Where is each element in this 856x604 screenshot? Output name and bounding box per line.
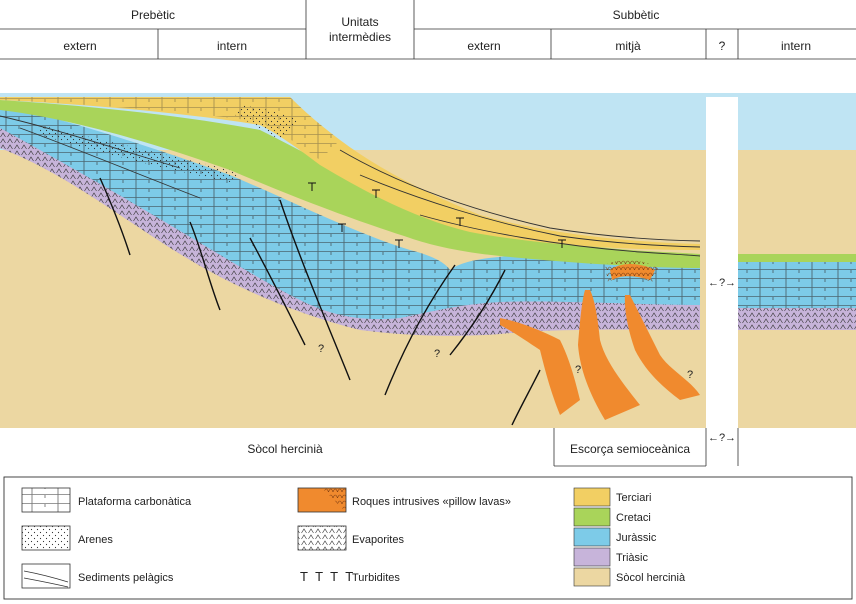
question-mark-4: ? (687, 369, 693, 381)
legend-evaporites: Evaporites (297, 525, 404, 551)
section: ? ? ? ? ←?→ Sòcol hercinià Escorça semio… (0, 93, 856, 468)
legend-turbidites: T T T T Turbidites (300, 569, 400, 584)
svg-text:Turbidites: Turbidites (352, 572, 400, 584)
header: Prebètic extern intern Unitats intermèdi… (0, 0, 856, 60)
legend: Plataforma carbonàtica Arenes Sediments … (3, 476, 853, 600)
legend-arenes: Arenes (21, 525, 113, 551)
base-escorca: Escorça semioceànica (570, 442, 690, 456)
header-unitats-line1: Unitats (341, 15, 378, 29)
header-subbetic-extern: extern (467, 39, 500, 53)
question-mark-1: ? (318, 343, 324, 355)
question-mark-2: ? (434, 348, 440, 360)
legend-sediments: Sediments pelàgics (21, 563, 174, 589)
legend-cretaci: Cretaci (573, 507, 651, 527)
pelagic-lines (0, 115, 701, 257)
header-subbetic-mitja: mitjà (615, 39, 641, 53)
unknown-gap (706, 93, 738, 428)
svg-text:Arenes: Arenes (78, 534, 113, 546)
tertiary-layer (0, 97, 700, 250)
intrusive-rocks (500, 264, 700, 420)
svg-text:Sediments pelàgics: Sediments pelàgics (78, 572, 174, 584)
svg-text:Juràssic: Juràssic (616, 532, 657, 544)
svg-text:Terciari: Terciari (616, 492, 651, 504)
svg-text:Triàsic: Triàsic (616, 552, 648, 564)
header-prebetic-extern: extern (63, 39, 96, 53)
header-unitats-line2: intermèdies (329, 30, 391, 44)
gap-marker: ←?→ (708, 277, 736, 289)
header-subbetic-intern: intern (781, 39, 811, 53)
legend-socol: Sòcol hercinià (573, 567, 686, 587)
svg-text:Cretaci: Cretaci (616, 512, 651, 524)
legend-terciari: Terciari (573, 487, 651, 507)
base-gap-marker: ←?→ (708, 432, 736, 444)
legend-triassic: Triàsic (573, 547, 648, 567)
svg-text:Sòcol hercinià: Sòcol hercinià (616, 572, 686, 584)
header-prebetic: Prebètic (131, 8, 175, 22)
cretaceous-layer (0, 100, 700, 268)
header-prebetic-intern: intern (217, 39, 247, 53)
svg-text:T T T T: T T T T (300, 569, 355, 584)
base-socol: Sòcol hercinià (247, 442, 323, 456)
svg-text:Evaporites: Evaporites (352, 534, 404, 546)
header-subbetic-unknown: ? (719, 39, 726, 53)
legend-jurassic: Juràssic (573, 527, 657, 547)
faults (99, 177, 541, 426)
svg-text:Plataforma carbonàtica: Plataforma carbonàtica (78, 496, 192, 508)
turbidite-marks (308, 182, 566, 248)
svg-text:Roques intrusives «pillow lava: Roques intrusives «pillow lavas» (352, 496, 511, 508)
legend-plataforma: Plataforma carbonàtica (21, 487, 192, 513)
legend-roques: Roques intrusives «pillow lavas» (297, 487, 511, 513)
question-mark-3: ? (575, 364, 581, 376)
header-subbetic: Subbètic (613, 8, 660, 22)
